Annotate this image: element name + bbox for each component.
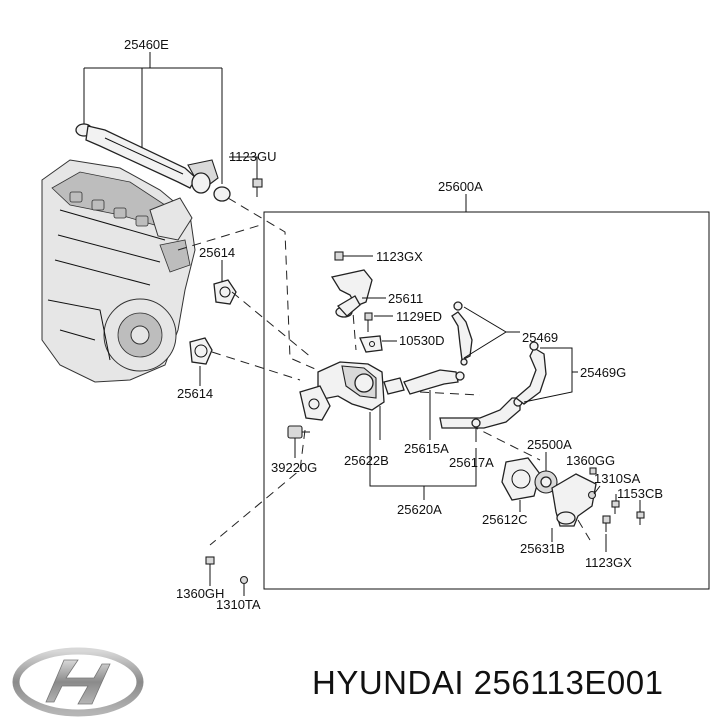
part-labels: 25460E 1123GU 25600A 25614 25614 1123GX …	[124, 37, 663, 612]
label-39220G: 39220G	[271, 460, 317, 475]
label-25622B: 25622B	[344, 453, 389, 468]
label-25469G: 25469G	[580, 365, 626, 380]
nut-1310SA	[587, 490, 597, 500]
bolt-1123GX-upper	[334, 251, 360, 261]
sensor-39220G	[287, 425, 310, 439]
hose-25469	[451, 301, 473, 366]
hyundai-logo	[12, 647, 144, 717]
label-25620A: 25620A	[397, 502, 442, 517]
bolt-1129ED	[364, 312, 373, 332]
label-1123GX-upper: 1123GX	[376, 249, 423, 264]
label-25611: 25611	[388, 291, 423, 306]
engine-block-illustration	[41, 159, 196, 383]
label-25631B: 25631B	[520, 541, 565, 556]
label-1360GH: 1360GH	[176, 586, 224, 601]
label-25612C: 25612C	[482, 512, 528, 527]
label-25600A: 25600A	[438, 179, 483, 194]
bolt-1360GH	[205, 556, 215, 565]
hose-25469G	[514, 341, 547, 405]
bracket-10530D	[359, 335, 383, 353]
label-25500A: 25500A	[527, 437, 572, 452]
gasket-25612C	[501, 457, 541, 501]
fitting-25631B	[551, 473, 597, 527]
gasket-25614-upper	[213, 279, 237, 305]
brand-part-number: HYUNDAI 256113E001	[312, 664, 664, 701]
label-25617A: 25617A	[449, 455, 494, 470]
hose-25615A	[403, 369, 465, 395]
bolt-1153CB	[611, 500, 645, 525]
leader-lines	[83, 52, 641, 596]
bolt-1123GX-lower	[602, 515, 611, 532]
hose-25617A	[439, 397, 523, 429]
pipe-25460E	[75, 123, 231, 202]
label-25469: 25469	[522, 330, 558, 345]
label-10530D: 10530D	[399, 333, 445, 348]
label-25615A: 25615A	[404, 441, 449, 456]
label-1310SA: 1310SA	[594, 471, 641, 486]
housing-25620A	[299, 361, 405, 421]
fitting-25611	[330, 269, 373, 318]
label-1123GX-lower: 1123GX	[585, 555, 632, 570]
assembly-box-25600A	[263, 211, 710, 590]
bolt-1123GU	[252, 178, 263, 197]
label-1153CB: 1153CB	[617, 486, 663, 501]
label-25614-upper: 25614	[199, 245, 235, 260]
label-25460E: 25460E	[124, 37, 169, 52]
gasket-25614-lower	[189, 337, 213, 365]
label-1310TA: 1310TA	[216, 597, 261, 612]
nut-1310TA	[239, 575, 249, 585]
label-1123GU: 1123GU	[229, 149, 276, 164]
label-1129ED: 1129ED	[396, 309, 442, 324]
label-25614-lower: 25614	[177, 386, 213, 401]
label-1360GG: 1360GG	[566, 453, 615, 468]
